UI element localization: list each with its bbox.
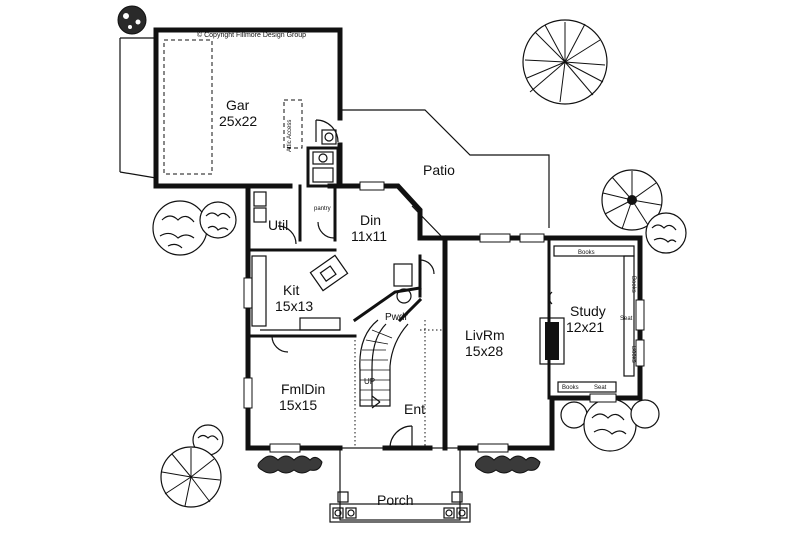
study-books-right-lower: Books (630, 346, 636, 363)
tree-top-left (117, 5, 147, 35)
porch (329, 447, 471, 523)
patio-label: Patio (423, 162, 455, 178)
garage (119, 27, 343, 189)
living-size: 15x28 (465, 343, 503, 359)
kitchen-fixtures (251, 254, 349, 353)
study-size: 12x21 (566, 319, 604, 335)
powder-label: Pwdr (385, 312, 408, 323)
dining-name: Din (360, 212, 381, 228)
utility-area (253, 191, 335, 245)
utility-label: Util (268, 217, 288, 233)
study-fixtures (539, 245, 635, 393)
entry-label: Ent (404, 401, 425, 417)
family-dining-name: FmlDin (281, 381, 325, 397)
shrub-right (645, 212, 687, 254)
shrubs-left-of-kitchen (152, 200, 237, 256)
study-books-bottom: Books (562, 385, 579, 391)
tree-bottom-left (160, 424, 224, 508)
porch-label: Porch (377, 492, 414, 508)
garage-size: 25x22 (219, 113, 257, 129)
study-name: Study (570, 303, 606, 319)
entry-door (389, 425, 413, 449)
pantry-label: pantry (314, 206, 331, 212)
study-books-right: Books (630, 276, 636, 293)
tree-top-right (522, 19, 608, 105)
staircase (359, 319, 409, 409)
copyright-text: © Copyright Fillmore Design Group (197, 31, 306, 39)
study-seat-bottom: Seat (594, 385, 607, 391)
kitchen-size: 15x13 (275, 298, 313, 314)
dining-size: 11x11 (351, 228, 387, 244)
hedge-front-right (474, 455, 541, 474)
living-name: LivRm (465, 327, 505, 343)
shrubs-right-of-study (560, 398, 660, 452)
tree-right (601, 169, 663, 231)
study-books-top: Books (578, 250, 595, 256)
study-seat-right: Seat (620, 316, 633, 322)
family-dining-size: 15x15 (279, 397, 317, 413)
garage-name: Gar (226, 97, 250, 113)
kitchen-name: Kit (283, 282, 299, 298)
stair-up-label: UP (364, 377, 375, 386)
attic-access-label: Attic Access (287, 120, 293, 152)
hedge-front-left (257, 455, 323, 474)
powder-room (393, 259, 435, 304)
